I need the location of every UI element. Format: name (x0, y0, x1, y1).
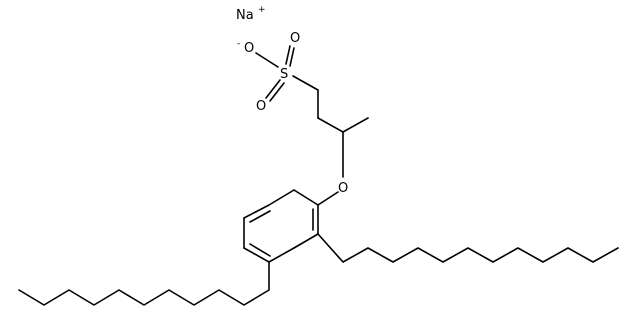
oxygen-double-bottom-label: O (256, 99, 266, 114)
oxygen-anion-label: O (244, 41, 254, 56)
sodium-label: Na (236, 8, 254, 23)
bond-s-o-double-bottom-b (269, 82, 285, 102)
ring-bond-5 (243, 247, 270, 263)
bond-c3-methyl (342, 117, 369, 133)
ring-bond-1 (293, 189, 319, 206)
nonyl-chain-right (317, 233, 619, 263)
bond-s-o-single (255, 52, 279, 68)
ether-oxygen-label: O (338, 181, 348, 196)
bond-s-o-double-top-b (289, 47, 295, 67)
ring-bond-3 (243, 204, 270, 219)
bond-s-c1 (292, 75, 319, 91)
bond-s-o-double-bottom-a (265, 79, 281, 99)
bond-c2-c3 (317, 117, 344, 133)
oxygen-anion-charge: - (237, 39, 240, 49)
sodium-charge: + (258, 5, 266, 15)
oxygen-double-top-label: O (290, 31, 300, 46)
nonyl-chain-left (18, 261, 270, 306)
ring-double-1 (249, 210, 271, 223)
sulfur-label: S (280, 67, 288, 82)
bond-s-o-double-top-a (285, 45, 291, 65)
bond-o-ring (317, 191, 339, 206)
ring-double-2 (249, 243, 271, 257)
ring-bond-6 (268, 247, 295, 263)
ring-bond-7 (293, 233, 319, 249)
ring-bond-2 (268, 189, 295, 206)
